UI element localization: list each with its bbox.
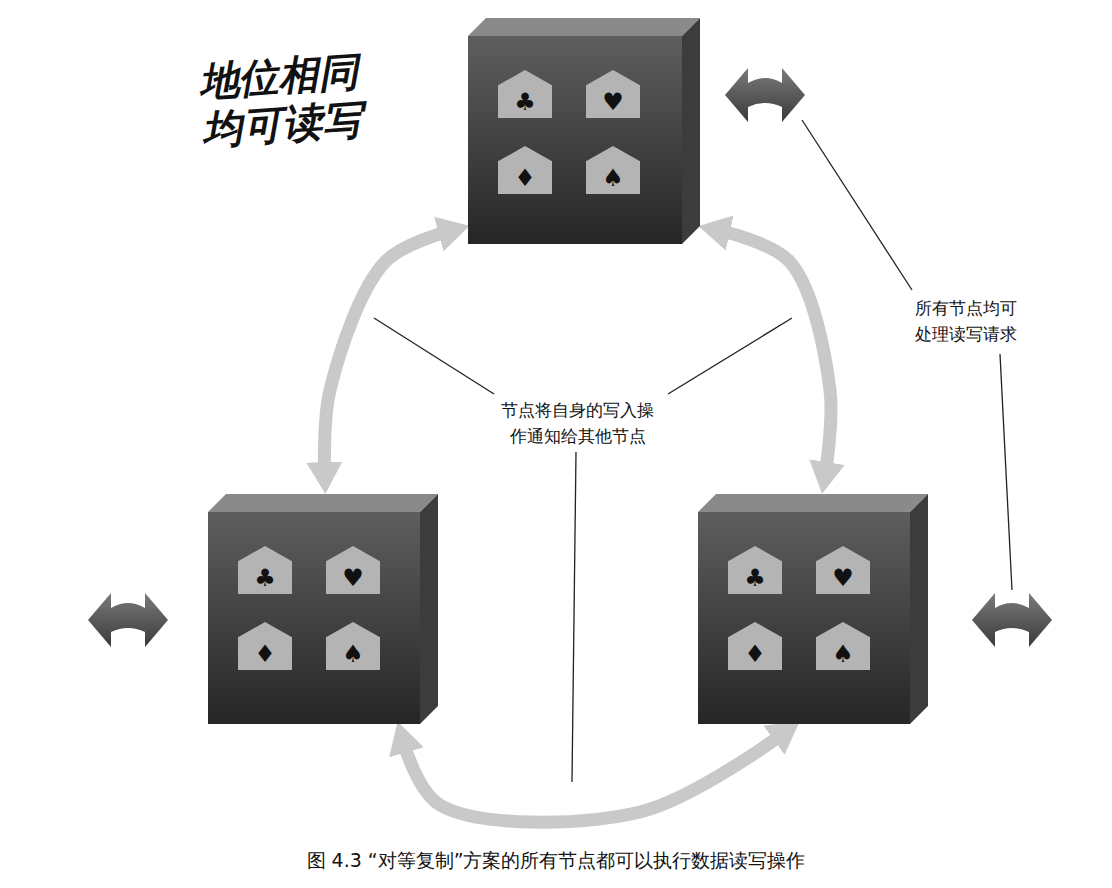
request-arrow — [88, 593, 168, 647]
leader-line — [668, 318, 792, 394]
callout-text: 所有节点均可处理读写请求 — [912, 296, 1021, 347]
replication-arrow — [404, 735, 780, 822]
callout-text: 节点将自身的写入操作通知给其他节点 — [498, 398, 658, 449]
leader-line — [802, 120, 912, 290]
leader-line — [1000, 354, 1012, 590]
storage-node: ♣♥♦♠ — [698, 494, 928, 724]
cube-shape — [468, 18, 700, 244]
leader-line — [374, 318, 494, 394]
storage-node: ♣♥♦♠ — [208, 494, 438, 724]
request-arrow — [725, 68, 805, 122]
request-arrow — [972, 593, 1052, 647]
replication-arrow — [324, 232, 446, 470]
handwritten-note: 地位相同 均可读写 — [197, 46, 375, 154]
cube-shape — [208, 494, 438, 724]
storage-node: ♣♥♦♠ — [468, 18, 700, 244]
figure-caption: 图 4.3 “对等复制”方案的所有节点都可以执行数据读写操作 — [0, 848, 1112, 874]
leader-line — [572, 452, 576, 782]
cube-shape — [698, 494, 928, 724]
replication-arrow — [722, 231, 831, 470]
